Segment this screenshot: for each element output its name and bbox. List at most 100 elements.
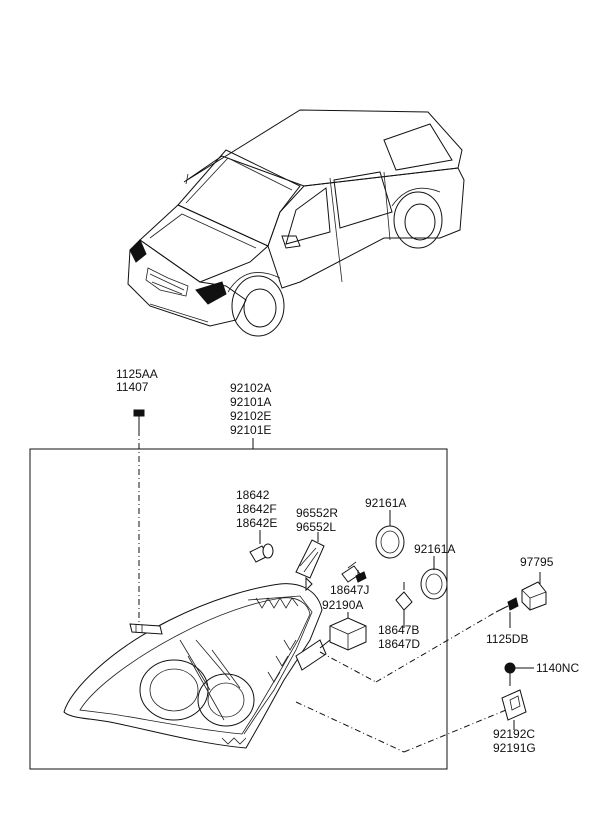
small-bulb <box>249 543 274 563</box>
vehicle-body-side <box>267 167 465 289</box>
mount-tab <box>129 623 163 635</box>
label-92101e: 92101E <box>230 423 271 437</box>
label-96552l: 96552L <box>296 520 336 534</box>
label-18642e: 18642E <box>236 516 277 530</box>
vehicle-hood <box>139 204 269 283</box>
side-mirror <box>281 235 301 249</box>
low-beam-reflector <box>139 659 209 721</box>
bracket <box>501 689 527 730</box>
front-wheel-arch <box>227 272 281 293</box>
rear-wheel <box>393 191 443 249</box>
hood-line <box>149 213 257 249</box>
grille <box>145 267 189 297</box>
bulb-holder <box>341 561 367 583</box>
label-92192c: 92192C <box>493 727 535 741</box>
headlamp-assembly <box>63 583 327 749</box>
label-92161a-1: 92161A <box>365 496 406 510</box>
low-beam-lens <box>149 668 199 712</box>
signal-pattern-top <box>255 597 299 609</box>
dash-actuator-a <box>319 651 377 683</box>
front-wheel-hub <box>243 288 277 328</box>
headlamp-bulb <box>395 582 413 620</box>
right-headlamp <box>195 281 227 305</box>
label-11407: 11407 <box>116 380 149 394</box>
label-92102a: 92102A <box>230 381 271 395</box>
label-92161a-2: 92161A <box>414 542 455 556</box>
label-92102e: 92102E <box>230 409 271 423</box>
right-bolt-head <box>504 662 516 674</box>
label-92101a: 92101A <box>230 395 271 409</box>
dust-cap-2 <box>420 568 448 600</box>
door-line <box>329 177 343 283</box>
assembly-frame <box>29 448 448 770</box>
dash-actuator-b <box>375 611 497 683</box>
front-wheel <box>231 275 285 337</box>
label-18647d: 18647D <box>378 637 420 651</box>
label-18642: 18642 <box>236 488 270 502</box>
top-screw <box>133 409 145 625</box>
label-1140nc: 1140NC <box>536 661 579 675</box>
bracket-body <box>501 689 527 721</box>
actuator-shaft <box>319 639 331 649</box>
high-beam-reflector <box>197 673 255 727</box>
screw-head <box>133 409 145 417</box>
dust-cap-1-inner <box>380 530 400 554</box>
rear-wheel-arch <box>391 187 441 207</box>
headlamp-bulb-base <box>395 591 413 611</box>
label-96552r: 96552R <box>296 506 338 520</box>
motor-body <box>521 581 547 611</box>
grille-bar-2 <box>151 281 183 295</box>
socket-body <box>295 539 325 579</box>
label-97795: 97795 <box>520 555 554 569</box>
bracket-slot <box>509 695 521 711</box>
signal-pattern-side <box>267 639 297 683</box>
front-bumper <box>127 239 247 327</box>
sliding-window <box>333 171 393 229</box>
lamp-bezel-right <box>243 595 313 735</box>
lens-reflection-lines <box>179 639 241 721</box>
label-92191g: 92191G <box>493 741 536 755</box>
leveling-motor <box>521 572 547 611</box>
dust-cap-2-inner <box>425 573 443 595</box>
label-1125db: 1125DB <box>486 632 528 646</box>
front-window <box>285 187 331 245</box>
dash-bracket-b <box>403 709 507 753</box>
vehicle-windshield <box>177 149 301 247</box>
dust-cap-1 <box>375 525 405 559</box>
vehicle-roof <box>183 109 463 187</box>
right-bolt <box>504 662 534 686</box>
actuator-edges <box>329 625 367 650</box>
right-screw-head <box>507 597 519 611</box>
label-18647j: 18647J <box>330 583 369 597</box>
lamp-lens-inner <box>79 597 311 735</box>
label-1125aa: 1125AA <box>116 367 158 381</box>
vehicle-illustration <box>127 109 465 337</box>
rear-connector <box>295 639 327 671</box>
label-18647b: 18647B <box>378 623 419 637</box>
dash-bracket-a <box>295 701 405 753</box>
antenna <box>185 173 189 185</box>
label-92190a: 92190A <box>322 598 363 612</box>
socket-ribs <box>299 547 319 573</box>
door-line-rear <box>383 171 391 241</box>
small-bulb-glass <box>262 543 274 559</box>
signal-pattern-bottom <box>221 737 247 745</box>
windshield-inner <box>185 157 293 204</box>
right-screw-shank <box>495 605 509 613</box>
socket-tip <box>305 576 313 592</box>
holder-pin <box>347 561 357 569</box>
rear-window <box>383 123 453 171</box>
motor-edges <box>521 589 547 610</box>
leveling-actuator <box>319 617 367 651</box>
high-beam-lens <box>207 682 245 718</box>
grille-bar <box>149 273 185 291</box>
right-screw <box>495 597 519 613</box>
label-18642f: 18642F <box>236 502 277 516</box>
rear-wheel-hub <box>404 203 436 241</box>
dust-cap-2-outer <box>420 568 448 600</box>
bumper-lip <box>149 303 209 323</box>
bulb-socket <box>295 539 325 592</box>
left-headlamp <box>129 239 147 263</box>
